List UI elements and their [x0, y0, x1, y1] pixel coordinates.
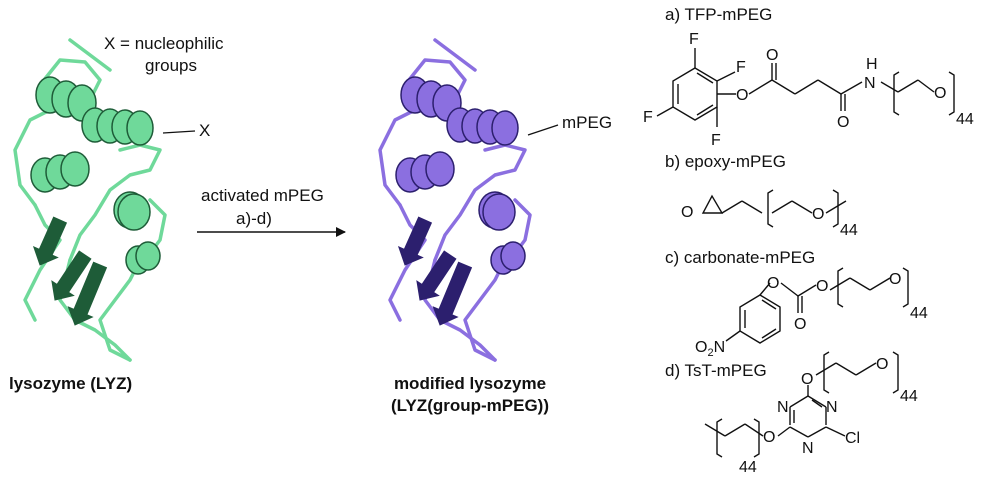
lysozyme-ribbon: [13, 38, 167, 362]
legend-line-2: groups: [145, 56, 197, 75]
modified-lysozyme-formula: (LYZ(group-mPEG)): [390, 396, 550, 415]
x-leader-line: [162, 130, 196, 134]
mlyz-helix-2-coil-2: [425, 151, 455, 187]
tst-cl: Cl: [845, 430, 860, 447]
mlyz-helix-3-coil-1: [482, 193, 516, 231]
structure-tfp-mpeg: [656, 48, 955, 127]
carbonate-nitro-group: O2N: [695, 339, 725, 359]
lyz-helix-3-coil-1: [117, 193, 151, 231]
mlyz-strand-0: [416, 250, 457, 301]
mlyz-helix-4-coil-1: [500, 241, 526, 271]
carbonate-o-carbonyl: O: [794, 316, 806, 333]
lyz-helix-1-coil-3: [126, 110, 154, 146]
tfp-o-carbonyl: O: [766, 47, 778, 64]
tst-o-peg-top: O: [876, 356, 888, 373]
tfp-o-ester: O: [736, 87, 748, 104]
carbonate-o-peg: O: [889, 271, 901, 288]
reagent-label-line-2: a)-d): [236, 209, 272, 228]
tfp-f-top: F: [689, 31, 699, 48]
lyz-strand-1: [67, 261, 108, 326]
legend-line-1: X = nucleophilic: [104, 34, 224, 53]
lyz-loop-3: [98, 258, 142, 362]
lyz-loop-6: [68, 38, 112, 72]
reagent-a-title: a) TFP-mPEG: [665, 5, 773, 24]
lysozyme-label: lysozyme (LYZ): [9, 374, 133, 393]
tst-n-repeat-left: 44: [739, 459, 757, 476]
tfp-o-amide: O: [837, 114, 849, 131]
epoxy-o-peg: O: [812, 206, 824, 223]
carbonate-n-repeat: 44: [910, 305, 928, 322]
reagent-c-title: c) carbonate-mPEG: [665, 248, 816, 267]
lyz-strand-2: [32, 216, 68, 266]
reagent-label-line-1: activated mPEG: [201, 186, 324, 205]
tfp-n: N: [864, 75, 876, 92]
mlyz-loop-1: [433, 143, 527, 262]
mpeg-leader-line: [527, 124, 559, 136]
mlyz-loop-6: [433, 38, 477, 72]
tst-n-left: N: [777, 399, 789, 416]
reagent-b-title: b) epoxy-mPEG: [665, 152, 786, 171]
lyz-helix-2-coil-2: [60, 151, 90, 187]
reagent-d-title: d) TsT-mPEG: [665, 361, 767, 380]
modified-lysozyme-label: modified lysozyme: [393, 374, 547, 393]
carbonate-o-aryl: O: [767, 275, 779, 292]
modified-lysozyme-ribbon: [378, 38, 532, 362]
tfp-o-peg: O: [934, 85, 946, 102]
lyz-helix-4-coil-1: [135, 241, 161, 271]
mlyz-strand-1: [432, 261, 473, 326]
tst-n-repeat-top: 44: [900, 388, 918, 405]
structure-epoxy-mpeg: [701, 189, 847, 228]
mlyz-strand-2: [397, 216, 433, 266]
tst-o-left: O: [763, 429, 775, 446]
tfp-f-right: F: [736, 59, 746, 76]
epoxy-o-ring: O: [681, 204, 693, 221]
tfp-n-repeat: 44: [956, 111, 974, 128]
carbonate-o-ester: O: [816, 278, 828, 295]
tst-n-bottom: N: [802, 440, 814, 457]
structure-carbonate-mpeg: [725, 267, 909, 344]
nucleophile-site-label: X: [199, 121, 211, 140]
mlyz-helix-1-coil-3: [491, 110, 519, 146]
mlyz-loop-3: [463, 258, 507, 362]
tst-n-right: N: [826, 399, 838, 416]
mpeg-site-label: mPEG: [562, 113, 613, 132]
lyz-loop-1: [68, 143, 162, 262]
tfp-f-left: F: [643, 109, 653, 126]
structure-tst-mpeg: [704, 351, 899, 458]
tfp-f-bottom: F: [711, 132, 721, 149]
tst-o-top: O: [801, 371, 813, 388]
epoxy-n-repeat: 44: [840, 222, 858, 239]
lyz-strand-0: [51, 250, 92, 301]
tfp-h: H: [866, 56, 878, 73]
